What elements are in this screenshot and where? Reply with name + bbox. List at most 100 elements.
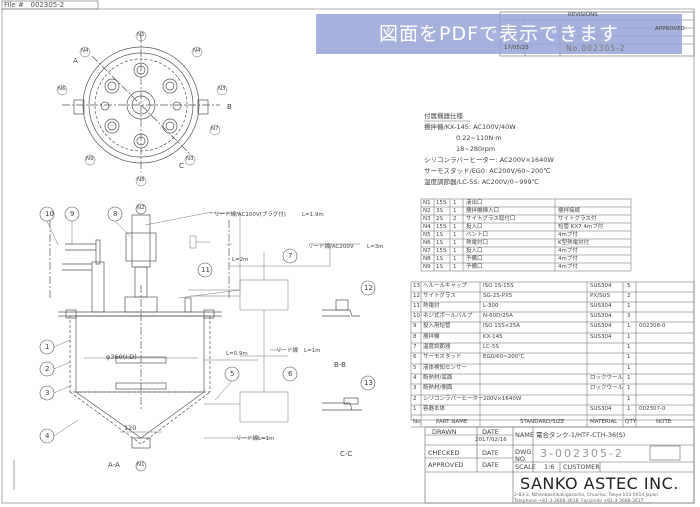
nozzle-cell: 4mブ付: [558, 248, 578, 254]
parts-cell: 1: [627, 323, 631, 329]
parts-cell: SUS304: [590, 283, 612, 289]
parts-header-note: NOTE: [656, 419, 672, 425]
nozzle-cell: 2S: [436, 216, 443, 222]
nozzle-cell: 1: [453, 256, 457, 262]
parts-header-material: MATERIAL: [590, 419, 618, 425]
nozzle-cell: 1: [453, 264, 457, 270]
nozzle-cell: N4: [423, 224, 431, 230]
nozzle-cell: N3: [423, 216, 431, 222]
parts-cell: SUS304: [590, 334, 612, 340]
checked-label: CHECKED: [428, 449, 460, 457]
nozzle-tag: N8: [137, 177, 145, 183]
nozzle-cell: ベント口: [466, 232, 489, 238]
nozzle-cell: 15S: [436, 224, 447, 230]
parts-cell: 4: [413, 375, 417, 381]
scale-value: 1:6: [544, 463, 555, 471]
balloon: 1: [45, 343, 50, 351]
nozzle-table-lines: [420, 198, 632, 272]
parts-header-qty: QTY: [625, 419, 637, 425]
balloon: 9: [70, 210, 75, 218]
notes-line: 0.22~110N·m: [456, 134, 502, 142]
nozzle-cell: N7: [423, 248, 431, 254]
nozzle-cell: 3S: [436, 208, 443, 214]
parts-cell: 002308-0: [639, 323, 666, 329]
revisions-approved: APPROVED: [655, 26, 685, 32]
cable-label: リード線/AC100V(プラグ付): [214, 212, 286, 218]
cable-label: リード線: [276, 348, 299, 354]
parts-cell: 1: [627, 354, 631, 360]
balloon: 3: [45, 389, 50, 397]
nozzle-cell: 1S: [436, 256, 443, 262]
nozzle-cell: 1: [453, 248, 457, 254]
file-number: File # 002305-2: [4, 1, 65, 9]
balloon: 13: [364, 379, 373, 387]
drawing-name: 電合タンク-1/HTF-CTH-36(S): [536, 431, 626, 439]
dimension-diameter: φ360(I.D): [106, 353, 137, 361]
balloon: 12: [364, 284, 373, 292]
nozzle-cell: 熱電対口: [466, 240, 489, 246]
dimension-cable: L=1.9m: [302, 212, 324, 218]
parts-cell: ヘルールキャップ: [423, 283, 468, 289]
parts-cell: 002307-0: [639, 406, 666, 412]
parts-cell: KX-145: [483, 334, 503, 340]
view-label: B: [227, 103, 232, 111]
balloon: 2: [45, 365, 50, 373]
nozzle-tag: N6: [58, 86, 66, 92]
parts-cell: 投入用短管: [423, 323, 451, 329]
scale-label: SCALE: [515, 463, 536, 471]
customer-label: CUSTOMER: [563, 463, 600, 471]
nozzle-cell: 1: [453, 208, 457, 214]
nozzle-cell: 予備口: [466, 256, 483, 262]
balloon: 7: [288, 252, 293, 260]
parts-cell: SUS304: [590, 313, 612, 319]
nozzle-cell: N8: [423, 256, 431, 262]
nozzle-cell: 4mブ付: [558, 256, 578, 262]
parts-header-no: No.: [413, 419, 423, 425]
revision-dwg-no: No.002305-2: [566, 44, 626, 53]
nozzle-tag: N3: [186, 156, 194, 162]
revisions-title: REVISIONS: [568, 12, 598, 18]
nozzle-cell: サイトグラス取付口: [466, 216, 516, 222]
parts-cell: 6: [413, 354, 417, 360]
balloon: 8: [113, 210, 118, 218]
top-view: [62, 35, 220, 172]
notes-line: 18~280rpm: [456, 145, 496, 153]
parts-cell: LC-5S: [483, 344, 499, 350]
drawn-date: 2017/02/16: [475, 437, 507, 443]
notes-title: 付属機器仕様: [424, 112, 463, 120]
parts-cell: L-300: [483, 303, 499, 309]
parts-cell: 1: [627, 375, 631, 381]
notes-line: 攪拌機/KX-145: AC100V/40W: [424, 123, 516, 131]
nozzle-tag: N4: [81, 48, 89, 54]
parts-cell: サーモスタッド: [423, 354, 462, 360]
parts-cell: 5: [627, 283, 631, 289]
nozzle-cell: 予備口: [466, 264, 483, 270]
parts-cell: 9: [413, 323, 417, 329]
nozzle-tag: N5: [137, 32, 145, 38]
parts-cell: 攪拌機: [423, 334, 440, 340]
drawn-label: DRAWN: [432, 428, 457, 436]
notes-line: 温度調節器/LC-5S: AC200V/0~999℃: [424, 178, 539, 186]
nozzle-cell: 攪拌機挿入口: [466, 208, 500, 214]
dimension-cable: L=2m: [232, 257, 249, 263]
balloon: 6: [288, 370, 293, 378]
parts-cell: SUS304: [590, 303, 612, 309]
parts-cell: 1: [627, 344, 631, 350]
nozzle-cell: N5: [423, 232, 431, 238]
nozzle-cell: N6: [423, 240, 431, 246]
nozzle-tag: N2: [137, 205, 145, 211]
section-label: B-B: [334, 361, 346, 369]
parts-cell: サイトグラス: [423, 293, 456, 299]
nozzle-cell: サイトグラス付: [558, 216, 597, 222]
parts-cell: SUS304: [590, 406, 612, 412]
view-label: C: [179, 162, 184, 170]
notes-line: シリコンラバーヒーター: AC200V×1640W: [424, 156, 554, 164]
parts-cell: 3: [413, 385, 417, 391]
open-pdf-banner[interactable]: 図面をPDFで表示できます: [316, 14, 682, 54]
nozzle-cell: 15S: [436, 200, 447, 206]
nozzle-cell: 1: [453, 224, 457, 230]
notes-line: サーモスタッド/EG0: AC200V/60~200℃: [424, 167, 551, 175]
nozzle-cell: N1: [423, 200, 431, 206]
parts-cell: 2: [627, 293, 631, 299]
nozzle-cell: 2: [453, 216, 457, 222]
